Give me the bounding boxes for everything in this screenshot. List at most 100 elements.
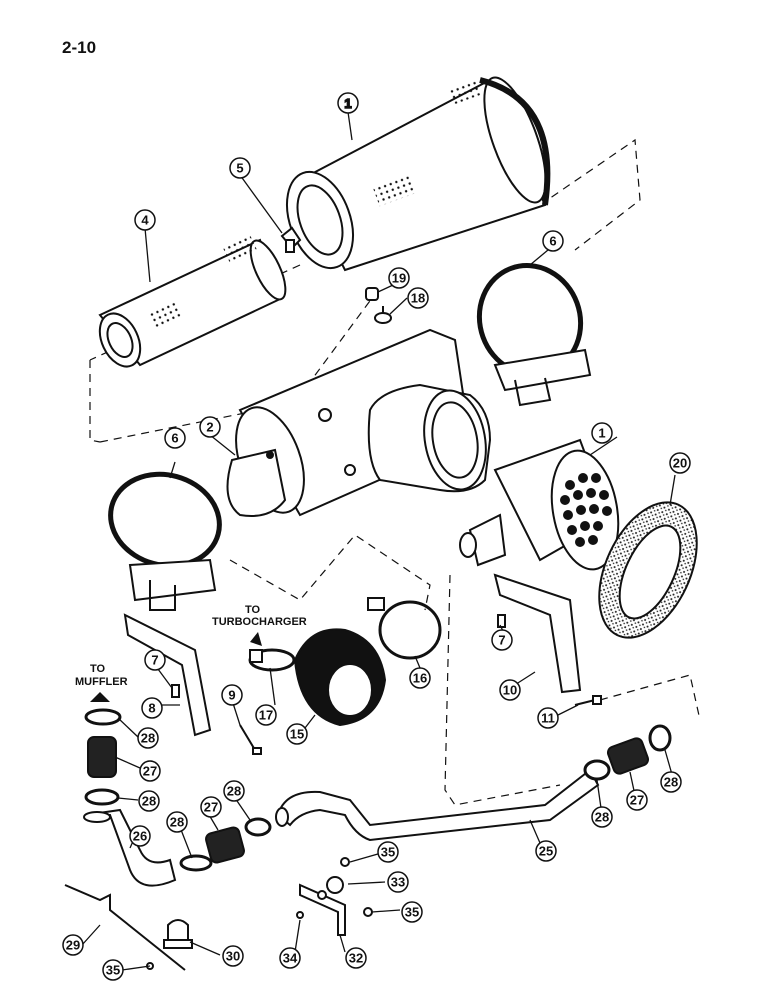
callout-11: 11 [537,707,559,729]
callout-text: 15 [290,727,304,742]
callout-text: 28 [170,815,184,830]
callout-text: 5 [236,161,243,176]
callout-3-text: 1 [344,96,351,111]
callout-text: 35 [381,845,395,860]
right-hose-parts [583,724,672,781]
hose-clamp-turbo [248,648,296,672]
arrow-icon [250,632,262,646]
callout-circle [345,947,367,969]
callout-circle [537,707,559,729]
callout-27: 27 [626,789,648,811]
callout-circle [222,945,244,967]
callout-28: 28 [166,811,188,833]
callout-15: 15 [286,723,308,745]
callout-circle [134,209,156,231]
callout-circle [141,697,163,719]
callout-34: 34 [279,947,301,969]
callout-circle [144,649,166,671]
callout-text: 28 [595,810,609,825]
callout-33: 33 [387,871,409,893]
bracket-right [493,573,582,694]
callout-text: 32 [349,951,363,966]
callout-text: 4 [141,213,149,228]
callout-text: 28 [142,794,156,809]
callout-text: 29 [66,938,80,953]
callout-text: 27 [204,800,218,815]
callout-text: 7 [498,633,505,648]
callout-text: 30 [226,949,240,964]
mounting-band-left [108,471,222,611]
inner-filter-element [98,234,287,368]
callout-circle [200,796,222,818]
callout-text: 27 [630,793,644,808]
caption-to-muffler-1: TO [90,663,106,675]
mounting-band-right [476,263,592,407]
callout-6: 6 [542,230,564,252]
callout-28: 28 [223,780,245,802]
callout-text: 16 [413,671,427,686]
callout-text: 6 [171,431,178,446]
callout-28: 28 [137,727,159,749]
callout-16: 16 [409,667,431,689]
callout-text: 27 [143,764,157,779]
caption-to-turbo-1: TO [245,604,261,616]
callout-circle [669,452,691,474]
callout-circle [229,157,251,179]
callout-35: 35 [401,901,423,923]
callout-circle [286,723,308,745]
callout-18: 18 [407,287,429,309]
air-cleaner-body [226,328,492,517]
callout-circle [407,287,429,309]
callout-35: 35 [102,959,124,981]
support-rod [64,884,186,971]
callout-circle [164,427,186,449]
bolts [171,614,602,755]
callout-text: 7 [151,653,158,668]
callout-circle [409,667,431,689]
callout-circle [591,806,613,828]
callout-text: 33 [391,875,405,890]
indicator-parts [365,287,392,324]
callout-circle [377,841,399,863]
callout-circle [542,230,564,252]
callout-25: 25 [535,840,557,862]
callout-3: 1 [337,92,359,114]
callout-text: 17 [259,708,273,723]
callout-circle [387,871,409,893]
callout-text: 28 [227,784,241,799]
callout-text: 26 [133,829,147,844]
callout-text: 28 [664,775,678,790]
callout-circle [279,947,301,969]
callout-text: 6 [549,234,556,249]
callout-29: 29 [62,934,84,956]
callout-circle [591,422,613,444]
callout-circle [137,727,159,749]
callout-circle [388,267,410,289]
callout-28: 28 [138,790,160,812]
callout-circle [139,760,161,782]
callout-group: 1 [337,92,359,114]
callout-7: 7 [144,649,166,671]
callout-text: 8 [148,701,155,716]
page-number: 2-10 [62,38,96,57]
callout-20: 20 [669,452,691,474]
callout-text: 35 [106,963,120,978]
precleaner-housing [459,438,620,571]
callout-text: 35 [405,905,419,920]
callout-text: 34 [283,951,298,966]
rubber-elbow [293,628,387,727]
callout-circle [138,790,160,812]
callout-4: 4 [134,209,156,231]
callout-35: 35 [377,841,399,863]
callout-text: 2 [206,420,213,435]
caption-to-turbo-2: TURBOCHARGER [212,616,307,628]
callout-circle [166,811,188,833]
callout-circle [491,629,513,651]
callout-6: 6 [164,427,186,449]
callout-text: 1 [598,426,605,441]
callout-1: 1 [591,422,613,444]
callout-26: 26 [129,825,151,847]
